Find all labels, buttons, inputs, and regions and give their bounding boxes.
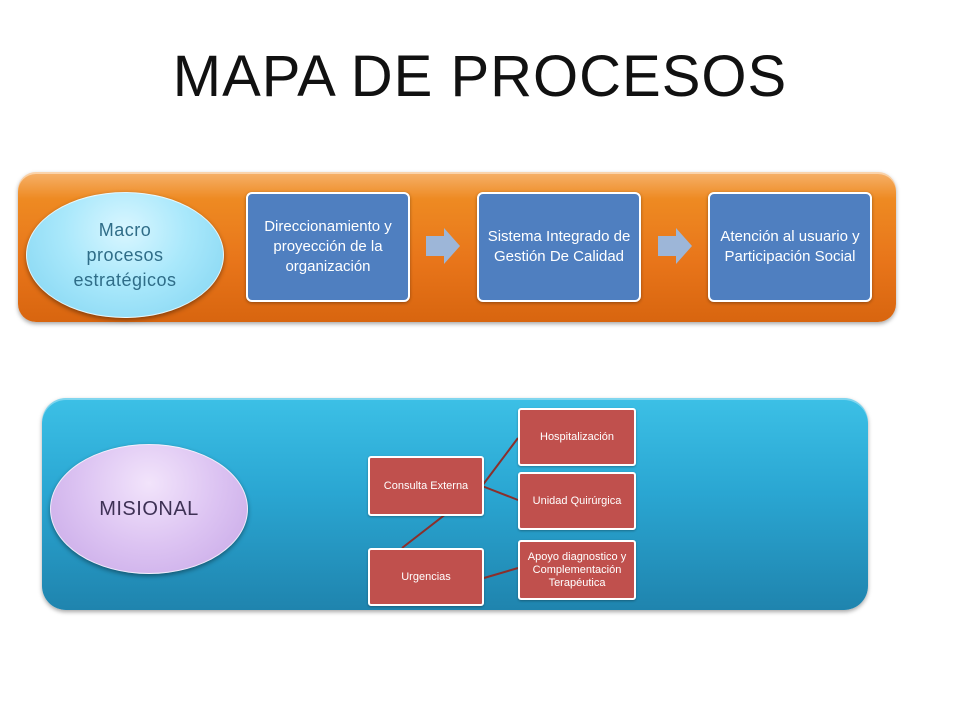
node-hospitalizacion: Hospitalización xyxy=(518,408,636,466)
process-sistema-integrado: Sistema Integrado de Gestión De Calidad xyxy=(477,192,641,302)
misional-label: MISIONAL xyxy=(99,497,199,520)
strategic-label-oval: Macro procesos estratégicos xyxy=(26,192,224,318)
process-sistema-integrado-label: Sistema Integrado de Gestión De Calidad xyxy=(487,228,631,265)
page-title: MAPA DE PROCESOS xyxy=(172,44,788,109)
node-urgencias-label: Urgencias xyxy=(401,570,451,583)
process-direccionamiento: Direccionamiento y proyección de la orga… xyxy=(246,192,410,302)
strategic-label-line-2: procesos xyxy=(86,244,164,265)
node-apoyo-diagnostico: Apoyo diagnostico y Complementación Tera… xyxy=(518,540,636,600)
node-unidad-quirurgica: Unidad Quirúrgica xyxy=(518,472,636,530)
misional-label-oval: MISIONAL xyxy=(50,444,248,574)
arrow-right-icon xyxy=(426,228,460,264)
node-consulta-externa: Consulta Externa xyxy=(368,456,484,516)
strategic-label-line-3: estratégicos xyxy=(73,269,177,290)
node-apoyo-diagnostico-label: Apoyo diagnostico y Complementación Tera… xyxy=(527,550,627,589)
arrow-right-icon xyxy=(658,228,692,264)
node-urgencias: Urgencias xyxy=(368,548,484,606)
strategic-label-line-1: Macro xyxy=(98,219,152,240)
node-unidad-quirurgica-label: Unidad Quirúrgica xyxy=(532,494,622,507)
process-direccionamiento-label: Direccionamiento y proyección de la orga… xyxy=(264,218,392,275)
node-hospitalizacion-label: Hospitalización xyxy=(540,430,614,443)
node-consulta-externa-label: Consulta Externa xyxy=(383,479,469,492)
process-atencion-usuario: Atención al usuario y Participación Soci… xyxy=(708,192,872,302)
process-atencion-usuario-label: Atención al usuario y Participación Soci… xyxy=(720,228,860,265)
